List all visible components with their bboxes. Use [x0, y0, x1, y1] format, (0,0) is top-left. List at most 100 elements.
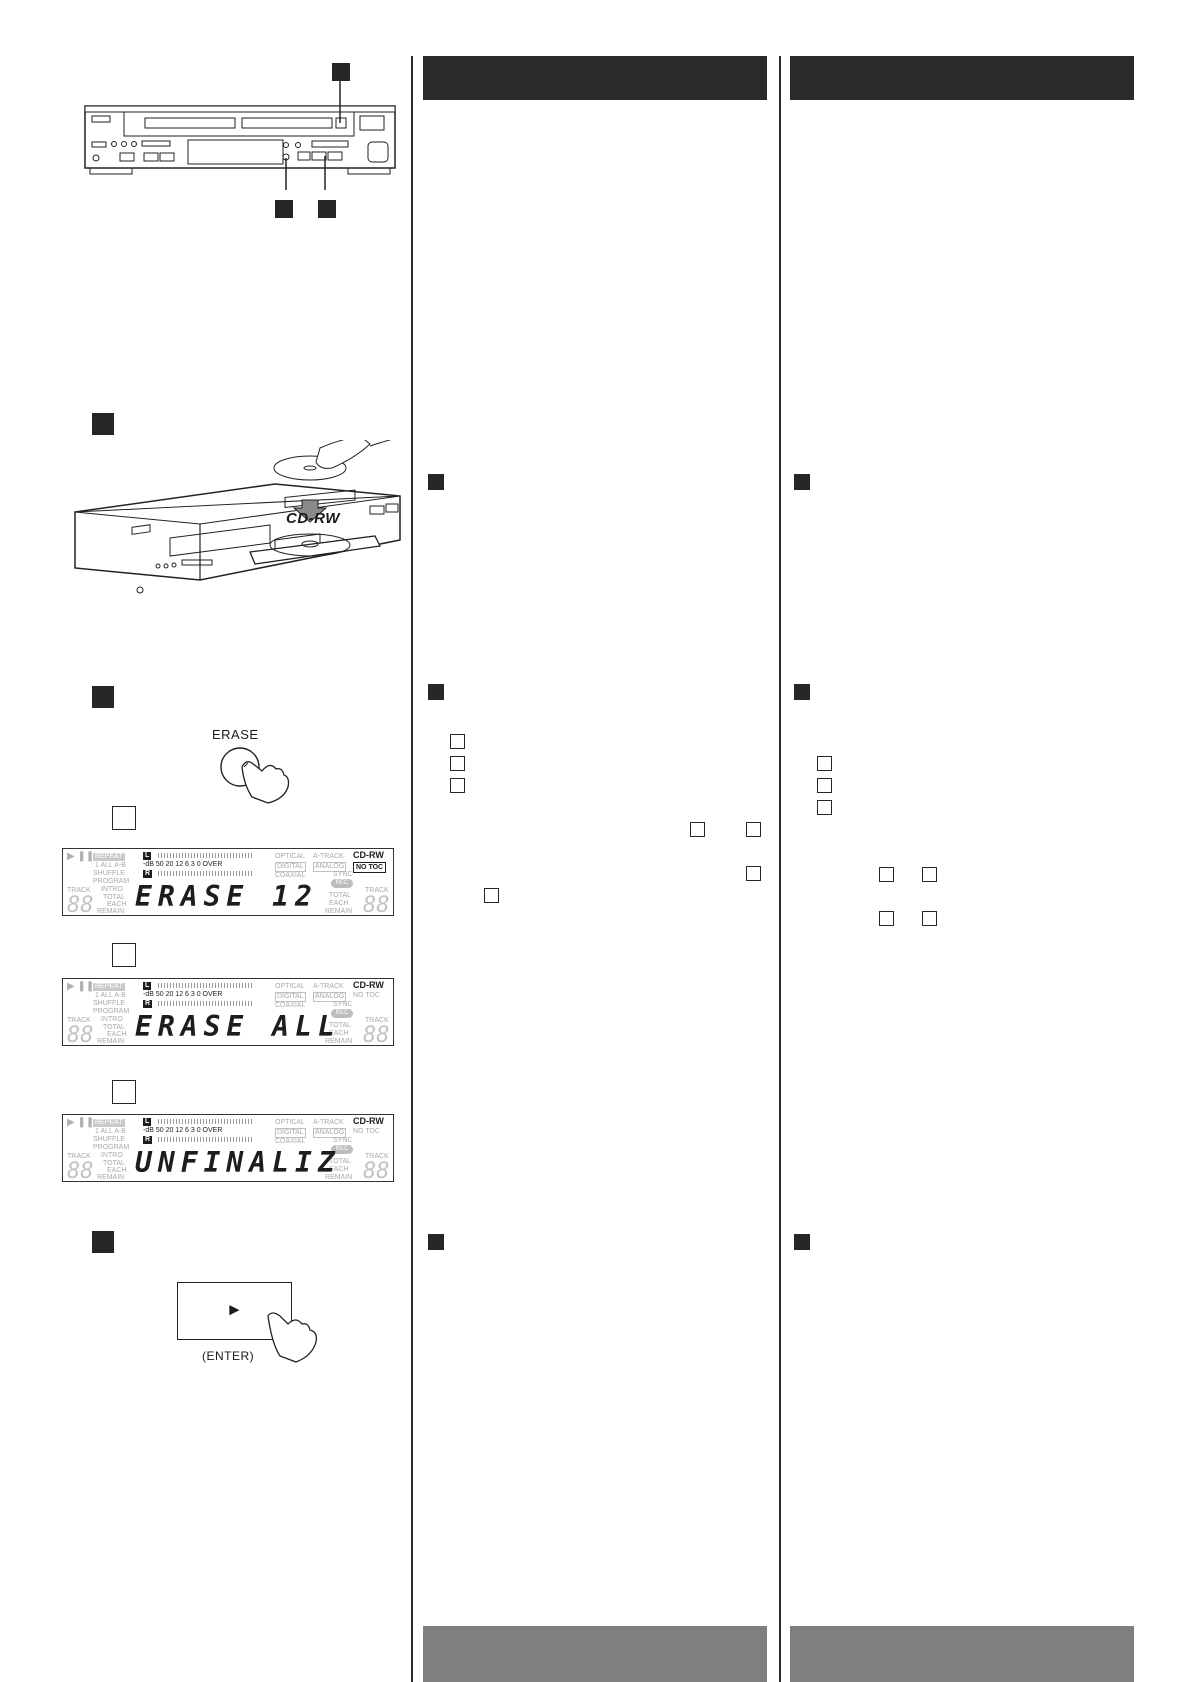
option-box-2-middle	[450, 756, 465, 771]
lcd-digital: DIGITAL	[275, 862, 306, 872]
lcd-track-left: TRACK	[67, 1153, 91, 1160]
lcd-each: EACH	[107, 901, 127, 908]
lcd-track-digits-right: 88	[363, 1159, 390, 1182]
disc-insert-illustration	[70, 429, 410, 615]
lcd-rec: REC	[331, 1145, 353, 1154]
ref-box-right	[922, 911, 937, 926]
lcd-intro: INTRO	[101, 1152, 123, 1159]
lcd-remain: REMAIN	[97, 1038, 125, 1045]
lcd-remain: REMAIN	[97, 1174, 125, 1181]
lcd-total: TOTAL	[103, 894, 125, 901]
lcd-main-text: ERASE 12	[135, 880, 341, 913]
lcd-level-meter-l	[158, 853, 254, 858]
column-header-bar-middle	[423, 56, 767, 100]
lcd-display-erase-tracks: ▶ ❚❚ REPEAT 1 ALL A-B SHUFFLE PROGRAM IN…	[62, 848, 394, 916]
disc-tray-icon	[74, 429, 406, 594]
lcd-analog: ANALOG	[313, 1128, 347, 1138]
lcd-r-channel: R	[143, 1000, 153, 1008]
lcd-all-ab: 1 ALL A-B	[95, 1128, 126, 1135]
step-2-marker-right	[794, 684, 810, 700]
lcd-level-meter-r	[158, 1001, 254, 1006]
play-icon: ►	[226, 1300, 243, 1319]
lcd-program: PROGRAM	[93, 1144, 130, 1151]
lcd-main-text: UNFINALIZ	[135, 1146, 341, 1179]
lcd-l-channel: L	[143, 1118, 152, 1126]
option-box-3-middle	[450, 778, 465, 793]
ref-box-right	[922, 867, 937, 882]
lcd-track-digits-left: 88	[67, 893, 94, 916]
lcd-r-channel: R	[143, 870, 153, 878]
option-checkbox	[112, 943, 136, 967]
lcd-rec: REC	[331, 879, 353, 888]
step-2-badge	[92, 686, 114, 708]
lcd-repeat: REPEAT	[93, 853, 125, 861]
option-checkbox	[112, 806, 136, 830]
lcd-program: PROGRAM	[93, 878, 130, 885]
lcd-remain-right: REMAIN	[325, 1174, 353, 1181]
lcd-analog: ANALOG	[313, 862, 347, 872]
column-divider-left	[411, 56, 413, 1682]
lcd-db-scale: -dB 50 20 12 6 3 0 OVER	[143, 1127, 223, 1134]
lcd-no-toc: NO TOC	[353, 862, 387, 873]
lcd-remain-right: REMAIN	[325, 1038, 353, 1045]
lcd-all-ab: 1 ALL A-B	[95, 862, 126, 869]
lcd-track-digits-right: 88	[363, 893, 390, 916]
lcd-level-meter-r	[158, 871, 254, 876]
lcd-atrack: A-TRACK	[313, 1119, 344, 1126]
lcd-repeat: REPEAT	[93, 1119, 125, 1127]
column-header-bar-right	[790, 56, 1134, 100]
lcd-total: TOTAL	[103, 1160, 125, 1167]
lcd-digital: DIGITAL	[275, 1128, 306, 1138]
erase-button-label: ERASE	[212, 727, 259, 742]
lcd-l-channel: L	[143, 852, 152, 860]
ref-box-middle	[484, 888, 499, 903]
lcd-db-scale: -dB 50 20 12 6 3 0 OVER	[143, 991, 223, 998]
ref-box-right	[879, 911, 894, 926]
column-footer-bar-middle	[423, 1626, 767, 1682]
press-hand-icon	[220, 747, 290, 804]
lcd-optical: OPTICAL	[275, 1119, 305, 1126]
column-footer-bar-right	[790, 1626, 1134, 1682]
step-1-marker-middle	[428, 474, 444, 490]
lcd-cdrw: CD-RW	[353, 980, 384, 990]
step-3-marker-middle	[428, 1234, 444, 1250]
lcd-coaxial: COAXIAL	[275, 1002, 306, 1009]
lcd-db-scale: -dB 50 20 12 6 3 0 OVER	[143, 861, 223, 868]
enter-label: (ENTER)	[202, 1349, 255, 1363]
lcd-optical: OPTICAL	[275, 983, 305, 990]
lcd-track-right: TRACK	[365, 1017, 389, 1024]
lcd-track-left: TRACK	[67, 1017, 91, 1024]
lcd-each: EACH	[107, 1031, 127, 1038]
lcd-remain: REMAIN	[97, 908, 125, 915]
lcd-each: EACH	[107, 1167, 127, 1174]
lcd-track-digits-right: 88	[363, 1023, 390, 1046]
lcd-track-digits-left: 88	[67, 1159, 94, 1182]
ref-box-right	[879, 867, 894, 882]
lcd-shuffle: SHUFFLE	[93, 870, 125, 877]
lcd-intro: INTRO	[101, 886, 123, 893]
lcd-sync: SYNC	[333, 871, 353, 878]
lcd-track-right: TRACK	[365, 887, 389, 894]
lcd-r-channel: R	[143, 1136, 153, 1144]
step-3-marker-right	[794, 1234, 810, 1250]
option-box-3-right	[817, 800, 832, 815]
lcd-atrack: A-TRACK	[313, 853, 344, 860]
step-3-badge	[92, 1231, 114, 1253]
lcd-each-right: EACH	[329, 1030, 349, 1037]
option-box-2-right	[817, 778, 832, 793]
front-panel-illustration	[80, 60, 400, 220]
cd-recorder-front-icon	[84, 80, 396, 190]
lcd-total-right: TOTAL	[329, 892, 351, 899]
lcd-sync: SYNC	[333, 1001, 353, 1008]
lcd-intro: INTRO	[101, 1016, 123, 1023]
lcd-display-unfinalize: ▶ ❚❚ REPEAT 1 ALL A-B SHUFFLE PROGRAM IN…	[62, 1114, 394, 1182]
lcd-all-ab: 1 ALL A-B	[95, 992, 126, 999]
lcd-analog: ANALOG	[313, 992, 347, 1002]
lcd-rec: REC	[331, 1009, 353, 1018]
erase-button[interactable]	[218, 745, 298, 805]
step-1-marker-right	[794, 474, 810, 490]
lcd-each-right: EACH	[329, 1166, 349, 1173]
lcd-total-right: TOTAL	[329, 1022, 351, 1029]
lcd-shuffle: SHUFFLE	[93, 1136, 125, 1143]
lcd-track-digits-left: 88	[67, 1023, 94, 1046]
